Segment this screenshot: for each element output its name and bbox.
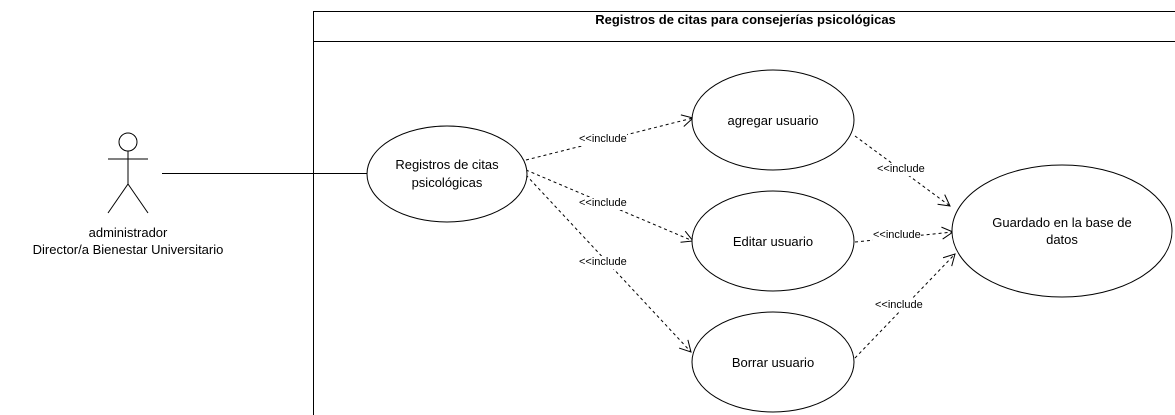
actor-name-label: administrador [88, 225, 168, 240]
use-case-registros-label-1: Registros de citas [395, 157, 499, 172]
actor-role-label: Director/a Bienestar Universitario [32, 242, 224, 257]
use-case-registros-ellipse[interactable] [366, 125, 528, 223]
use-case-editar-label: Editar usuario [732, 234, 814, 249]
include-label-registros-borrar: <<include [579, 256, 627, 269]
edge-agregar-guardado [854, 135, 951, 207]
use-case-borrar-ellipse[interactable] [691, 311, 855, 413]
include-label-editar-guardado: <<include [873, 229, 921, 242]
system-title: Registros de citas para consejerías psic… [595, 12, 896, 27]
include-label-agregar-guardado: <<include [877, 163, 925, 176]
use-case-borrar-label: Borrar usuario [731, 355, 815, 370]
use-case-editar-ellipse[interactable] [691, 190, 855, 292]
include-label-registros-agregar: <<include [579, 133, 627, 146]
use-case-agregar-label: agregar usuario [727, 113, 819, 128]
use-case-guardado-ellipse[interactable] [951, 164, 1173, 298]
use-case-guardado-label-1: Guardado en la base de [992, 215, 1132, 230]
include-label-borrar-guardado: <<include [875, 299, 923, 312]
include-label-registros-editar: <<include [579, 197, 627, 210]
use-case-guardado-label-2: datos [1046, 232, 1078, 247]
use-case-agregar-ellipse[interactable] [691, 69, 855, 171]
actor-icon [107, 132, 149, 214]
use-case-registros-label-2: psicológicas [411, 175, 483, 190]
